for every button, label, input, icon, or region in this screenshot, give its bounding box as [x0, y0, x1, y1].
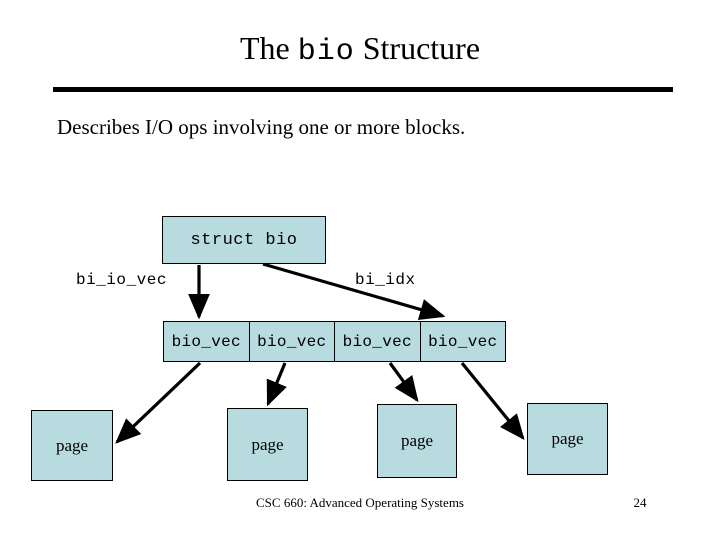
slide-page-number: 24	[633, 495, 647, 510]
edge-label-bi-idx: bi_idx	[355, 271, 416, 289]
biovec-cell[interactable]: bio_vec	[335, 322, 421, 361]
arrow-bi-idx	[262, 262, 446, 321]
arrow-biovec-1-to-page-1	[115, 361, 202, 444]
arrow-biovec-2-to-page-2	[266, 362, 287, 407]
struct-bio-label: struct bio	[190, 230, 298, 250]
page-node[interactable]: page	[377, 404, 457, 478]
struct-bio-node[interactable]: struct bio	[162, 216, 326, 264]
page-node-label: page	[400, 431, 434, 450]
page-title: The bio Structure	[0, 28, 720, 72]
page-node[interactable]: page	[31, 410, 113, 481]
biovec-cell[interactable]: bio_vec	[428, 332, 498, 351]
page-node-label: page	[251, 434, 284, 454]
footer-course-text: CSC 660: Advanced Operating Systems	[256, 495, 464, 510]
title-mono-bio: bio	[297, 35, 355, 69]
biovec-array: bio_vec bio_vec bio_vec bio_vec	[163, 321, 506, 362]
title-divider	[53, 87, 673, 92]
page-node[interactable]: page	[227, 408, 308, 481]
arrow-biovec-4-to-page-4	[460, 361, 525, 440]
page-node-label: page	[551, 429, 584, 448]
edge-label-bi-io-vec: bi_io_vec	[76, 271, 167, 289]
biovec-cell[interactable]: bio_vec	[164, 322, 250, 361]
page-node[interactable]: page	[527, 403, 608, 475]
title-suffix: Structure	[354, 30, 481, 66]
biovec-cell[interactable]: bio_vec	[250, 322, 335, 361]
arrow-biovec-3-to-page-3	[388, 362, 419, 403]
page-node-label: page	[55, 435, 89, 455]
title-prefix: The	[239, 30, 298, 66]
subtitle-text: Describes I/O ops involving one or more …	[57, 115, 466, 139]
